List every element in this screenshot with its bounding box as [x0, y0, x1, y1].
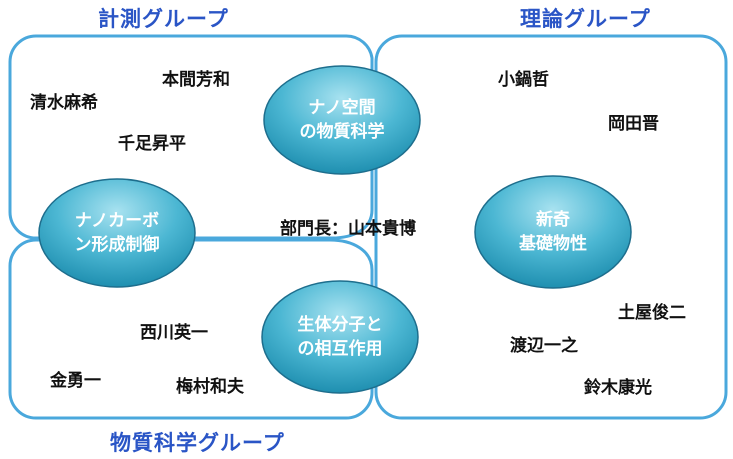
theory-group-frame [374, 34, 728, 420]
member-name: 小鍋哲 [498, 70, 549, 90]
member-name: 鈴木康光 [584, 378, 652, 398]
materials-group-frame [8, 238, 374, 420]
topic-label-nano-space: ナノ空間 の物質科学 [299, 98, 385, 142]
member-name: 渡辺一之 [510, 336, 578, 356]
topic-bubble-novel-properties [474, 175, 632, 289]
group-title-materials: 物質科学グループ [110, 431, 285, 455]
member-name: 西川英一 [140, 323, 208, 343]
member-name: 金勇一 [50, 371, 101, 391]
topic-label-novel-properties: 新奇 基礎物性 [519, 210, 587, 254]
topic-bubble-bio-interaction [261, 280, 419, 394]
measurement-group-frame [8, 34, 374, 240]
member-name: 梅村和夫 [176, 377, 244, 397]
member-name: 清水麻希 [30, 93, 98, 113]
member-name: 土屋俊二 [618, 303, 686, 323]
topic-label-bio-interaction: 生体分子と の相互作用 [297, 315, 383, 359]
topic-bubble-nano-carbon [38, 178, 196, 288]
member-name: 本間芳和 [162, 70, 230, 90]
member-name: 千足昇平 [118, 134, 186, 154]
group-title-theory: 理論グループ [520, 7, 651, 31]
group-title-measurement: 計測グループ [98, 7, 229, 31]
member-name: 岡田晋 [608, 114, 659, 134]
department-head: 部門長：山本貴博 [280, 219, 416, 239]
topic-bubble-nano-space [263, 65, 421, 175]
topic-label-nano-carbon: ナノカーボ ン形成制御 [74, 211, 160, 255]
